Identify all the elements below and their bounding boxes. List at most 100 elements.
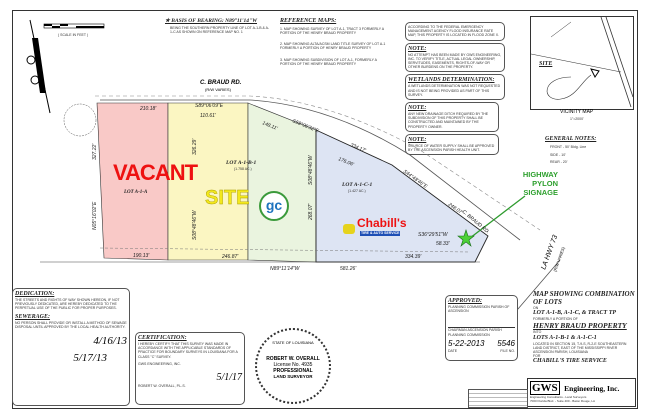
pylon-star-icon (457, 229, 475, 247)
site-label: SITE (205, 187, 250, 209)
scale-label: ( SCALE IN FEET ) (58, 33, 89, 37)
general-notes-title: GENERAL NOTES: (545, 136, 597, 142)
seal-license: License No. 4935 (273, 362, 313, 368)
dim-text: 326.29' (192, 138, 198, 155)
note-2-text: ANY NEW DRAINAGE DITCH REQUIRED BY THE S… (408, 112, 489, 129)
vacant-label: VACANT (113, 160, 198, 185)
reference-map-1: 1. MAP SHOWING SURVEY OF LOT A-1, TRACT … (280, 27, 384, 36)
certification-company: GWS ENGINEERING, INC. (138, 361, 181, 366)
road-row-line (95, 95, 541, 231)
reference-maps-title: REFERENCE MAPS: (280, 18, 337, 24)
dim-text: 581.26' (340, 266, 357, 272)
basis-note: BEING THE SOUTHERN PROPERTY LINE OF LOT … (170, 26, 270, 35)
surveyor-name: ROBERT W. OVERALL, P.L.S. (138, 384, 186, 389)
wetlands-title: WETLANDS DETERMINATION: (408, 77, 495, 84)
chabills-car-icon (343, 224, 355, 234)
seal-state: STATE OF LOUISIANA (272, 340, 314, 345)
vicinity-map: SITE (530, 16, 634, 110)
lot-a1b1-label: LOT A-1-B-1 (226, 160, 257, 166)
general-note-1: FRONT - 50' Bldg. Line (550, 145, 587, 149)
certification-date: 5/1/17 (216, 372, 242, 384)
dim-text: 148.11' (261, 120, 279, 132)
approved-title: APPROVED: (448, 298, 483, 304)
dim-text: 268.07' (308, 203, 314, 221)
seal-role: LAND SURVEYOR (273, 374, 313, 379)
firm-name: Engineering, Inc. (564, 384, 620, 393)
dim-text: 327.22' (92, 143, 98, 160)
general-note-2: SIDE - 10' (550, 153, 566, 157)
dim-text: 246.87' (221, 254, 239, 260)
dim-text: N05°16'02"E (92, 201, 98, 230)
notes-column: ACCORDING TO THE FEDERAL EMERGENCY MANAG… (405, 22, 505, 156)
firm-logo: GWS (530, 381, 560, 395)
firm-sub: Engineering Consultants - Land Surveyors (530, 395, 587, 399)
wetlands-note: WETLANDS DETERMINATION:A WETLANDS DETERM… (405, 74, 505, 101)
sheet-border (12, 10, 638, 409)
title-for: FOR (533, 354, 541, 359)
note-2-title: NOTE: (408, 105, 427, 112)
vicinity-site-label: SITE (539, 61, 553, 67)
pylon-signage-callout: HIGHWAY PYLON SIGNAGE (522, 170, 558, 197)
north-arrow-icon (26, 19, 105, 114)
firm-block: GWS Engineering, Inc. Engineering Consul… (527, 378, 636, 407)
wetlands-text: A WETLANDS DETERMINATION WAS NOT REQUEST… (408, 84, 501, 97)
seal-name: ROBERT W. OVERALL (266, 356, 320, 362)
dim-text: S08°48'46"W (192, 209, 198, 240)
title-line-1: MAP SHOWING COMBINATION OF LOTS (533, 290, 635, 306)
vicinity-title: VICINITY MAP (560, 109, 594, 115)
title-client: CHABILL'S TIRE SERVICE (533, 358, 607, 365)
dim-text: 190.13' (133, 253, 150, 259)
road-label: C. BRAUD RD. (200, 80, 242, 86)
lot-a1b1-area: (1.758 AC.) (234, 167, 252, 171)
callout-arrow (469, 195, 526, 239)
dim-text: 110.61' (200, 113, 217, 119)
title-location: LOCATED IN SECTION 15, T-9-S, R-2-E SOUT… (533, 341, 627, 355)
road-sub: (R/W VARIES) (205, 87, 232, 92)
certification-text: I HEREBY CERTIFY THAT THIS SURVEY WAS MA… (138, 342, 238, 359)
certification-box: CERTIFICATION: I HEREBY CERTIFY THAT THI… (135, 332, 245, 405)
road-edge (100, 99, 521, 241)
revision-table (468, 389, 528, 408)
file-label: FILE NO. (500, 348, 515, 353)
flood-note: ACCORDING TO THE FEDERAL EMERGENCY MANAG… (405, 22, 505, 41)
approved-chair: CHAIRMAN ASCENSION PARISH PLANNING COMMI… (448, 327, 515, 337)
vicinity-scale: 1"=2000' (570, 117, 584, 121)
signature-date-1: 4/16/13 (93, 335, 127, 348)
certification-title: CERTIFICATION: (138, 335, 187, 341)
title-line-3: HENRY BRAUD PROPERTY (533, 321, 627, 331)
dedication-text: THE STREETS AND RIGHTS OF WAY SHOWN HERE… (15, 298, 120, 311)
sewerage-text: NO PERSON SHALL PROVIDE OR INSTALL A MET… (15, 320, 127, 329)
dim-text: 334.39' (405, 254, 422, 260)
signature-date-2: 5/17/13 (73, 352, 107, 365)
note-3-title: NOTE: (408, 136, 427, 143)
approval-file-no: 5546 (497, 338, 515, 348)
approval-box: APPROVED: PLANNING COMMISSION PARISH OF … (445, 295, 518, 361)
reference-map-3: 3. MAP SHOWING SUBDIVISION OF LOT A-1, F… (280, 58, 377, 67)
firm-address: 7000 Florida Blvd. - Suite 400 - Baton R… (530, 399, 596, 403)
note-1: NOTE:NO ATTEMPT HAS BEEN MADE BY GWS ENG… (405, 42, 505, 73)
dedication-box: DEDICATION: THE STREETS AND RIGHTS OF WA… (12, 288, 130, 406)
title-block: MAP SHOWING COMBINATION OF LOTS ON LOT A… (533, 290, 635, 365)
chabills-tagline: TIRE & AUTO SERVICE (360, 231, 401, 236)
gc-logo: gc (259, 191, 289, 221)
dim-text: 58.33' (436, 241, 451, 247)
lot-a1a-label: LOT A-1-A (124, 190, 148, 195)
note-1-title: NOTE: (408, 45, 427, 52)
title-into: INTO (533, 330, 542, 335)
basis-of-bearing: ★ BASIS OF BEARING: N89°11'14"W (165, 18, 257, 24)
title-line-2: LOT A-1-B, A-1-C, & TRACT TP (533, 310, 617, 317)
dim-text: S36°29'51"W (418, 232, 449, 238)
lot-a1c1-area: (1.427 AC.) (348, 189, 366, 193)
lot-a1c1 (315, 129, 489, 263)
dim-text: S08°48'46"W (308, 154, 314, 185)
lot-a1c1-label: LOT A-1-C-1 (342, 182, 373, 188)
dim-text: N89°11'14"W (270, 266, 301, 272)
dedication-title: DEDICATION: (15, 291, 55, 297)
chabills-logo: Chabill's (357, 216, 407, 230)
dim-text: S89°06'09"E (195, 103, 224, 109)
title-on: ON (533, 306, 539, 310)
dim-text: 210.18' (139, 106, 157, 112)
approval-date: 5-22-2013 (448, 338, 485, 348)
